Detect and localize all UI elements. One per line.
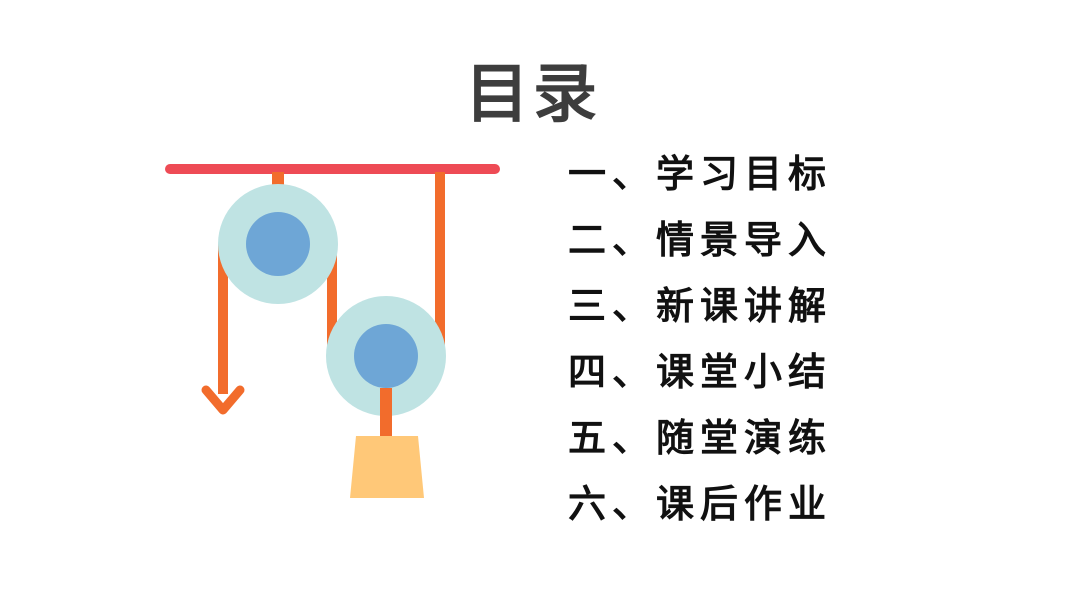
- menu-item-new-lesson[interactable]: 三、新课讲解: [568, 283, 833, 328]
- fixed-pulley-hub: [246, 212, 310, 276]
- weight-block: [350, 436, 424, 498]
- menu-item-learning-goals[interactable]: 一、学习目标: [568, 151, 833, 196]
- menu-item-in-class-practice[interactable]: 五、随堂演练: [568, 415, 833, 460]
- pulley-system-icon: [165, 164, 500, 498]
- middle-rope: [327, 244, 337, 358]
- pull-arrow-icon: [201, 385, 245, 415]
- menu-item-scenario-intro[interactable]: 二、情景导入: [568, 217, 833, 262]
- page-title: 目录: [465, 58, 601, 132]
- contents-menu: 一、学习目标 二、情景导入 三、新课讲解 四、课堂小结 五、随堂演练 六、课后作…: [568, 154, 832, 550]
- pull-rope: [218, 244, 228, 394]
- weight-rope: [380, 388, 392, 446]
- menu-item-lesson-summary[interactable]: 四、课堂小结: [568, 349, 833, 394]
- movable-pulley-hub: [354, 324, 418, 388]
- menu-item-homework[interactable]: 六、课后作业: [568, 481, 833, 526]
- anchor-rope: [435, 172, 445, 358]
- pulley-beam: [165, 164, 500, 174]
